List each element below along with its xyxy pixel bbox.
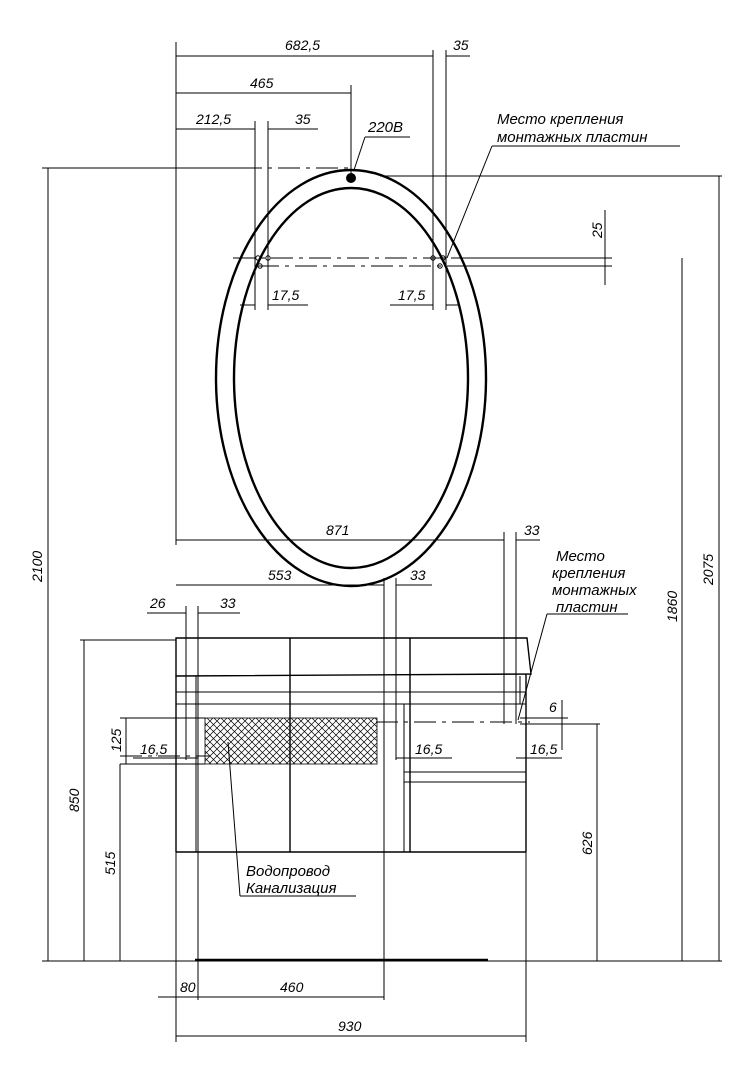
width-dimension-lines xyxy=(158,852,527,1042)
dim-cabinet-plate-height: 1860 xyxy=(664,591,680,622)
dim-cabinet-center-offset: 553 xyxy=(268,567,292,583)
cabinet-mounting-note-line1: Место xyxy=(556,548,605,565)
plate-drop-dimension xyxy=(452,210,612,285)
mirror-mounting-note-line2: монтажных пластин xyxy=(497,129,647,146)
dim-plate-drop: 25 xyxy=(589,222,605,239)
power-label: 220В xyxy=(367,119,403,136)
dim-mirror-plate-gap-left: 35 xyxy=(295,111,311,127)
dim-pipe-zone-left: 80 xyxy=(180,979,196,995)
cabinet-mounting-note-line3: монтажных xyxy=(552,582,637,599)
dim-cabinet-left-offset: 26 xyxy=(149,595,166,611)
dim-cabinet-plate-gap-right: 33 xyxy=(524,522,540,538)
dim-cabinet-plate-span: 871 xyxy=(326,522,349,538)
dim-mirror-width: 682,5 xyxy=(285,37,320,53)
dim-pipe-zone-floor-height: 515 xyxy=(102,851,118,875)
dim-cabinet-top-height: 850 xyxy=(66,788,82,812)
mirror-dimension-lines xyxy=(175,42,470,545)
plumbing-leader xyxy=(227,741,356,897)
floor-line xyxy=(42,958,722,962)
dim-cabinet-center-gap: 33 xyxy=(410,567,426,583)
dim-cabinet-bottom-height: 626 xyxy=(579,831,595,855)
dim-plate-offset-right: 17,5 xyxy=(398,287,425,303)
dim-cabinet-side-left: 16,5 xyxy=(140,741,167,757)
dim-pipe-zone-width: 460 xyxy=(280,979,304,995)
dim-cabinet-side-right: 16,5 xyxy=(530,741,557,757)
dim-mirror-plate-left-offset: 212,5 xyxy=(195,111,231,127)
cabinet-dimension-lines xyxy=(120,532,568,1000)
dim-total-height: 2100 xyxy=(29,551,45,583)
cabinet-mounting-leader xyxy=(517,613,628,721)
dim-mirror-half-width: 465 xyxy=(250,75,274,91)
dim-cabinet-side-mid: 16,5 xyxy=(415,741,442,757)
dim-cabinet-plate-drop: 6 xyxy=(549,699,557,715)
dim-plate-offset-left: 17,5 xyxy=(272,287,299,303)
cabinet-mounting-note-line4: пластин xyxy=(556,599,618,616)
plumbing-note-line2: Канализация xyxy=(246,880,337,897)
mirror-mounting-note-line1: Место крепления xyxy=(497,111,623,128)
dim-mirror-plate-gap-right: 35 xyxy=(453,37,469,53)
oval-mirror xyxy=(214,168,488,588)
dim-mirror-plate-height: 2075 xyxy=(700,554,716,586)
power-outlet-icon xyxy=(346,173,356,183)
plumbing-zone xyxy=(204,717,378,765)
dim-pipe-zone-height: 125 xyxy=(108,728,124,752)
plumbing-note-line1: Водопровод xyxy=(246,863,330,880)
mirror-mounting-leader xyxy=(446,145,680,259)
cabinet-mounting-note-line2: крепления xyxy=(552,565,625,582)
dim-cabinet-left-gap: 33 xyxy=(220,595,236,611)
height-dimension-lines xyxy=(42,167,722,961)
dim-cabinet-width: 930 xyxy=(338,1018,362,1034)
